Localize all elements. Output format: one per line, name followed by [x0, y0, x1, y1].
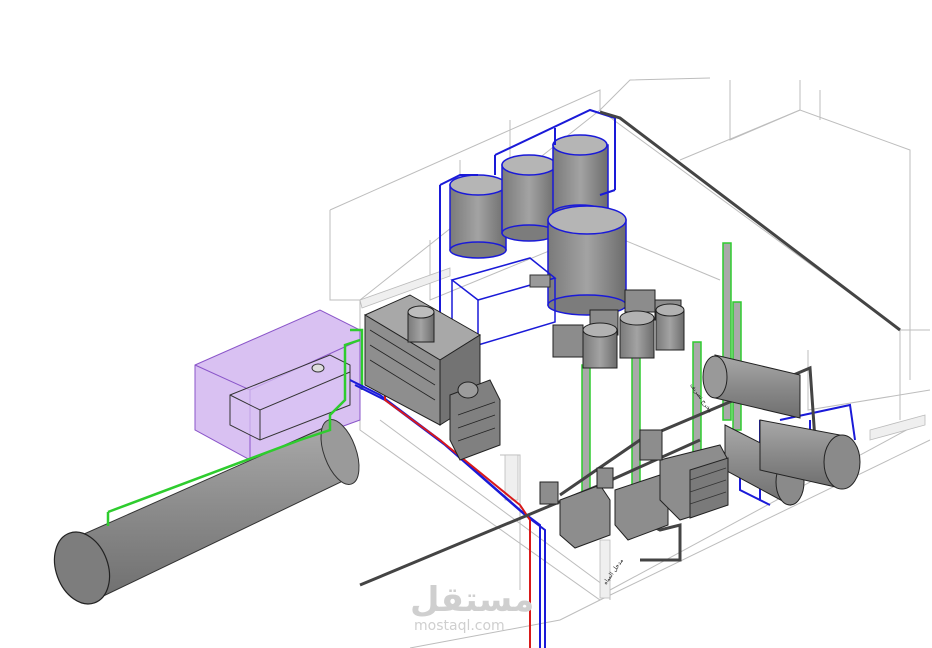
cabinet-cluster [552, 289, 685, 369]
watermark-url: mostaql.com [414, 618, 505, 634]
right-vessels [702, 354, 861, 506]
floor-slab [359, 267, 926, 599]
blue-pipes [349, 108, 856, 648]
enclosure-box [194, 309, 361, 461]
boiler-unit [363, 294, 501, 461]
watermark-arabic: مستقل [410, 580, 535, 620]
pump-units [539, 429, 729, 549]
vertical-tanks [449, 134, 627, 347]
storage-tank-horizontal [53, 419, 360, 605]
